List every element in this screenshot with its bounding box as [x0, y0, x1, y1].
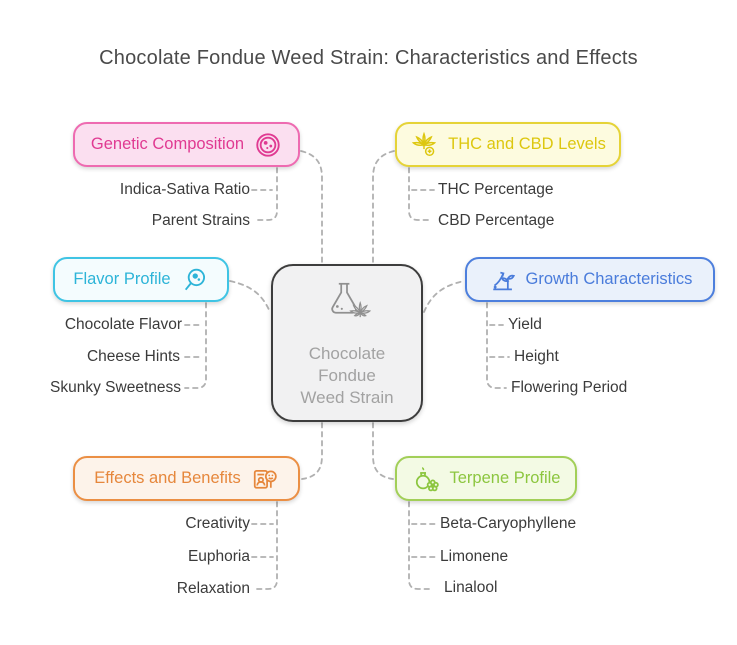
cell-icon	[254, 131, 282, 159]
subitem-thc-percentage: THC Percentage	[438, 181, 554, 198]
branch-genetic-composition: Genetic Composition	[73, 122, 300, 167]
branch-flavor-profile: Flavor Profile	[53, 257, 229, 302]
branch-thc-cbd-levels: THC and CBD Levels	[395, 122, 621, 167]
branch-label: Terpene Profile	[449, 469, 561, 487]
person-smiley-icon	[251, 465, 279, 493]
branch-effects-and-benefits: Effects and Benefits	[73, 456, 300, 501]
subitem-flowering-period: Flowering Period	[511, 379, 628, 396]
subitem-cbd-percentage: CBD Percentage	[438, 212, 555, 229]
subitem-relaxation: Relaxation	[176, 580, 250, 597]
diagram-title: Chocolate Fondue Weed Strain: Characteri…	[99, 47, 638, 69]
branch-label: Growth Characteristics	[525, 270, 693, 288]
cannabis-plus-icon	[410, 131, 438, 159]
branch-terpene-profile: Terpene Profile	[395, 456, 577, 501]
subitem-linalool: Linalool	[444, 579, 498, 596]
branch-label: Effects and Benefits	[94, 469, 241, 487]
branch-label: Genetic Composition	[90, 135, 245, 153]
magnifier-icon	[181, 266, 209, 294]
subitem-height: Height	[514, 348, 559, 365]
subitem-cheese-hints: Cheese Hints	[86, 348, 180, 365]
subitem-beta-caryophyllene: Beta-Caryophyllene	[440, 515, 577, 532]
subitem-skunky-sweetness: Skunky Sweetness	[50, 379, 181, 396]
subitem-indica-sativa-ratio: Indica-Sativa Ratio	[119, 181, 250, 198]
flask-cannabis-icon	[318, 278, 376, 337]
subitem-parent-strains: Parent Strains	[151, 212, 250, 229]
subitem-euphoria: Euphoria	[187, 548, 250, 565]
subitem-limonene: Limonene	[440, 548, 509, 565]
sprout-arrow-icon	[488, 266, 516, 294]
subitem-creativity: Creativity	[185, 515, 250, 532]
center-node-chocolate-fondue-weed-strain: Chocolate Fondue Weed Strain	[271, 264, 423, 422]
perfume-flower-icon	[412, 465, 440, 493]
branch-label: Flavor Profile	[73, 270, 171, 288]
branch-growth-characteristics: Growth Characteristics	[465, 257, 715, 302]
subitem-yield: Yield	[508, 316, 542, 333]
subitem-chocolate-flavor: Chocolate Flavor	[64, 316, 182, 333]
branch-label: THC and CBD Levels	[448, 135, 606, 153]
center-node-label: Chocolate Fondue Weed Strain	[300, 343, 394, 407]
